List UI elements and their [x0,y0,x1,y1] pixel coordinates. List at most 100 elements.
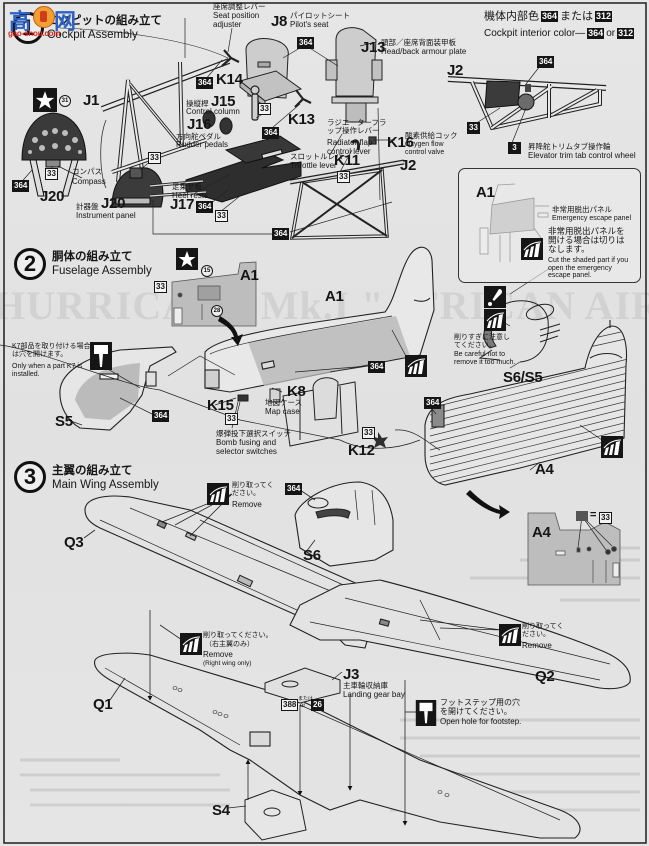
decal-number-15: 15 [201,265,213,277]
seat-adjuster-label-jp: 座席調整レバー [213,2,266,11]
remove-shaded-part-icon [180,633,202,655]
step-2-title-jp: 胴体の組み立て [52,251,133,263]
part-q1: Q1 [93,696,113,713]
color-badge-33: 33 [148,152,161,164]
map-case-label-jp: 地図ケース [265,398,303,407]
caution-icon [484,286,506,308]
trim-wheel-label-jp: 昇降舵トリムタブ操作輪 [528,142,611,151]
color-badge-364: 364 [541,11,559,22]
pilot-seat-label-jp: パイロットシート [290,11,350,20]
remove-right-wing-note-en2: (Right wing only) [203,660,252,667]
part-j2: J2 [400,157,417,174]
part-a1: A1 [325,288,344,305]
rudder-pedals-label-en: Rudder pedals [176,140,229,149]
direction-arrows-step2 [218,316,510,519]
seat-adjuster-label-en: Seat position adjuster [213,11,260,29]
instrument-panel-label-jp: 計器盤 [76,202,99,211]
compass-label-en: Compass [72,177,106,186]
s5-nose-half [59,346,177,431]
part-k16: K16 [387,134,414,151]
part-j17: J17 [170,196,195,213]
remove-note-jp: 削り取ってください。 [232,482,274,497]
q2-upper-right-wing [289,579,631,690]
a1-detail-inset-art [171,261,257,327]
part-k15: K15 [207,397,234,414]
bomb-switches-label-jp: 爆弾投下選択スイッチ [216,429,291,438]
k12-part [372,432,388,448]
color-badge-33: 33 [258,103,271,115]
armour-plate-label-jp: 頭部／座席背面装甲板 [381,38,456,47]
interior-color-or-en: or [606,28,616,40]
color-badge-364: 364 [272,228,290,240]
escape-cut-note-jp: 非常用脱出パネルを開ける場合は切りはなします。 [548,226,625,255]
color-or-en: or [300,703,306,709]
inset-part-a4: A4 [532,524,551,541]
interior-color-label-jp: 機体内部色 [484,10,539,23]
color-badge-364: 364 [537,56,555,68]
control-column-label-en: Control column [186,107,240,116]
drill-hole-icon [90,342,112,370]
color-badge-364: 364 [297,37,315,49]
part-s4: S4 [212,802,230,819]
remove-shaded-part-icon [484,309,506,331]
pilot-seat-label-en: Pilot's seat [290,20,329,29]
part-j3: J3 [343,666,360,683]
j17-cockpit-floor [185,135,302,203]
color-badge-312: 312 [617,28,635,39]
part-k8: K8 [287,383,306,400]
inset-part-a1: A1 [476,184,495,201]
part-k13: K13 [288,111,315,128]
rudder-pedals-label-jp: 方向舵ペダル [176,132,221,141]
part-k12: K12 [348,442,375,459]
part-j13: J13 [361,39,386,56]
a4-fuselage-assembled [424,320,628,486]
color-or-jp: または [298,696,314,702]
part-j16: J16 [187,116,212,133]
footstep-note-jp: フットステップ用の穴を開けてください。 [440,698,520,716]
part-q2: Q2 [535,668,555,685]
s6-center-section [294,481,394,567]
part-j8: J8 [271,13,288,30]
radiator-lever-label-en: Radiator flap control lever [327,138,373,156]
j8-pilot-seat [238,38,303,109]
k7-note-en: Only when a part K7 is installed. [12,363,83,378]
thumbs-up-icon [33,6,55,28]
q1-lower-wing [94,652,581,839]
step-3-title-en: Main Wing Assembly [52,479,159,491]
color-badge-364: 364 [196,201,214,213]
page-frame [3,2,647,844]
small-levers [202,49,377,151]
oxygen-valve-label-en: Oxygen flow control valve [405,141,445,156]
star-decal-icon [33,88,57,112]
instrument-panel-label-en: Instrument panel [76,211,136,220]
watermark-char-left: 高 [9,10,32,35]
color-badge-364: 364 [12,180,30,192]
color-badge-33: 33 [154,281,167,293]
color-badge-364: 364 [196,77,214,89]
landing-gear-bay-label-jp: 主車輪収納庫 [343,681,388,690]
part-s6: S6 [303,547,321,564]
inset-part-a1: A1 [240,267,259,284]
color-badge-26: 26 [311,699,324,711]
j2-side-frame [447,76,607,131]
step-3-number: 3 [14,461,46,493]
k7-note-jp: K7部品を取り付ける場合は穴を開けます。 [12,343,91,358]
interior-color-label-en: Cockpit interior color— [484,28,586,40]
part-s6-s5: S6/S5 [503,369,543,386]
escape-cut-note-en: Cut the shaded part if you open the emer… [548,257,629,280]
decal-number-28: 28 [211,305,223,317]
throttle-lever-label-en: Throttle lever [290,161,337,170]
bomb-switches-label-en: Bomb fusing and selector switches [216,438,277,456]
armour-plate-label-en: Head/back armour plate [381,47,467,56]
compass-label-jp: コンパス [72,167,102,176]
throttle-lever-label-jp: スロットルレバー [290,152,350,161]
step-2-number: 2 [14,248,46,280]
part-k11: K11 [334,152,360,169]
color-badge-364: 364 [424,397,442,409]
watermark-char-right: 网 [54,10,77,35]
j20-instrument-panel [111,167,207,208]
part-j15: J15 [211,93,236,110]
